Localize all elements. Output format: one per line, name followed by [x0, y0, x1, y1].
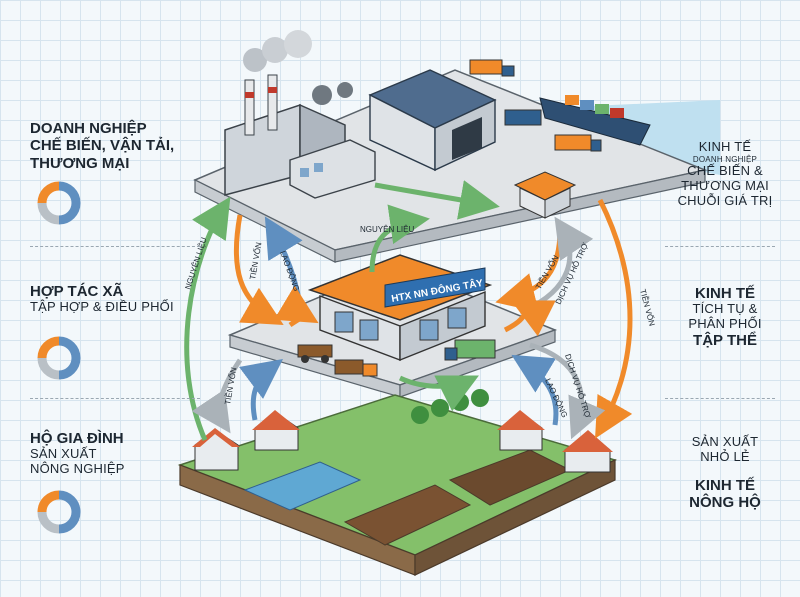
- warehouse-icon: [368, 69, 497, 172]
- market-shop-icon: [513, 171, 577, 219]
- donut-segment: [37, 511, 60, 534]
- farm-houses: [192, 410, 613, 473]
- flow-label-capital-a: TIỀN VỐN: [247, 241, 263, 280]
- donut-segment: [58, 490, 81, 534]
- cooperative-building-icon: [307, 254, 493, 362]
- label-right-household: SẢN XUẤT NHỎ LẺ KINH TẾ NÔNG HỘ: [689, 434, 761, 512]
- cooperative-vehicles: [297, 339, 496, 377]
- label-household: HỘ GIA ĐÌNH SẢN XUẤT NÔNG NGHIỆP: [30, 430, 125, 477]
- farmland-platform: [177, 389, 618, 576]
- label-enterprise: DOANH NGHIỆP CHẾ BIẾN, VẬN TẢI, THƯƠNG M…: [30, 120, 175, 172]
- divider-right-2: [665, 398, 775, 399]
- flow-arrows: [184, 180, 633, 442]
- donut-segment: [58, 336, 81, 380]
- divider-left-2: [30, 398, 200, 399]
- flow-label-capital-c: TIỀN VỐN: [638, 288, 657, 327]
- top-trucks: [469, 59, 602, 152]
- donut-segment: [37, 181, 60, 204]
- donut-segment: [37, 202, 60, 225]
- donut-chart-enterprise: [37, 181, 81, 225]
- divider-left-1: [30, 246, 200, 247]
- donut-segment: [37, 490, 60, 513]
- flow-label-support-b: DỊCH VỤ HỖ TRỢ: [563, 353, 592, 419]
- label-right-enterprise: KINH TẾ DOANH NGHIỆP CHẾ BIẾN & THƯƠNG M…: [677, 139, 773, 208]
- divider-right-1: [665, 246, 775, 247]
- donut-segment: [37, 357, 60, 380]
- donut-chart-household: [37, 490, 81, 534]
- flow-label-labor-a: LAO ĐỘNG: [278, 250, 301, 293]
- factory-icon: [224, 30, 376, 199]
- flow-label-raw-material-top: NGUYÊN LIỆU: [360, 225, 414, 234]
- label-right-cooperative: KINH TẾ TÍCH TỤ & PHÂN PHỐI TẬP THỂ: [688, 285, 762, 350]
- donut-segment: [37, 336, 60, 359]
- donut-segment: [58, 181, 81, 225]
- donut-chart-cooperative: [37, 336, 81, 380]
- cargo-ship-icon: [539, 95, 651, 146]
- label-cooperative: HỢP TÁC XÃ TẬP HỢP & ĐIỀU PHỐI: [30, 283, 174, 315]
